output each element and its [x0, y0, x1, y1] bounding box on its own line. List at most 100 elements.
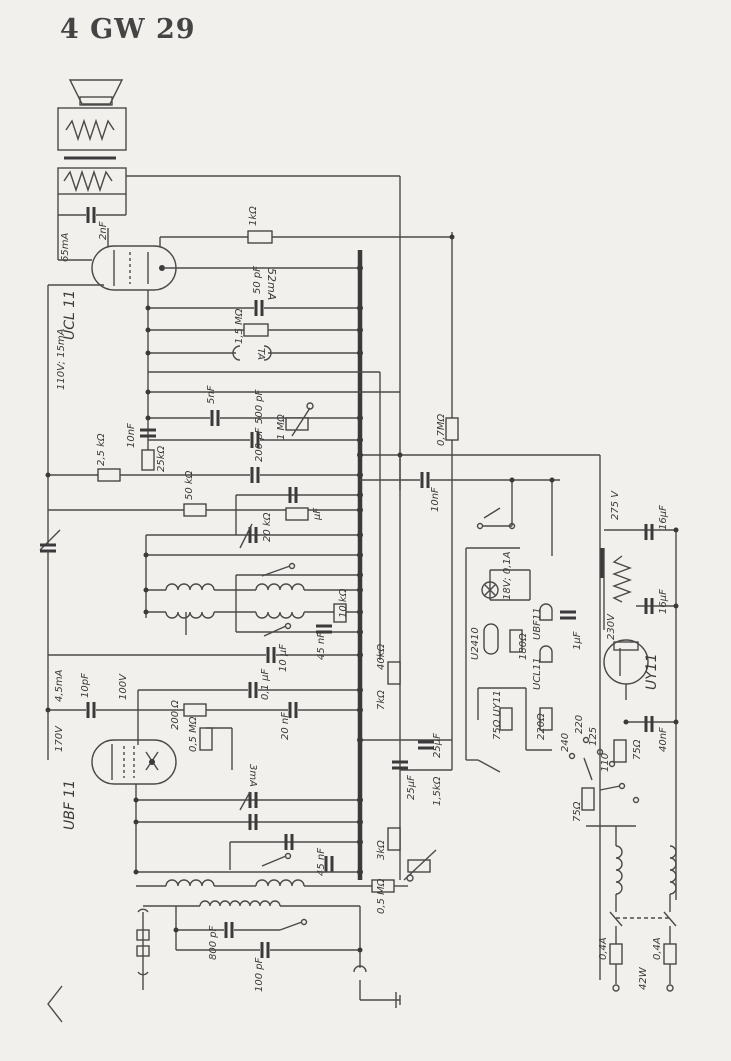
r-25k-label: 25kΩ [156, 445, 167, 472]
v-110-label: 110 [600, 753, 611, 772]
fuse-a-label: 0,4A [598, 937, 609, 960]
cap-100pf-label: 100 pF [254, 957, 265, 992]
cap-5nf-label: 5nF [206, 385, 217, 404]
v-275-label: 275 V [610, 490, 621, 520]
speaker-cap-label: 2nF [98, 221, 109, 240]
resistor-2-5k [97, 468, 121, 482]
resistor-25k [141, 449, 155, 471]
r-3k-label: 3kΩ [376, 840, 387, 860]
v-125-label: 125 [588, 727, 599, 746]
v-100-label: 100V [118, 673, 129, 700]
r-0-5m-label: 0,5 MΩ [188, 716, 199, 752]
lamp-label: 18V; 0,1A [502, 551, 513, 600]
ucl11-heater-label: UCL11 [532, 657, 543, 690]
cap-800pf-label: 800 pF [208, 925, 219, 960]
cap-10nf-a-label: 10nF [126, 423, 137, 448]
fuse-a [609, 943, 623, 965]
page-title: 4 GW 29 [60, 14, 196, 45]
pot-20k [285, 507, 309, 521]
ucl11-tube-label: UCL 11 [62, 290, 78, 340]
r-0-7m-label: 0,7MΩ [436, 413, 447, 446]
cap-40nf-label: 40nF [658, 727, 669, 752]
r-220-label: 220Ω [536, 713, 547, 740]
pot-1m [285, 417, 309, 431]
r-180-label: 180Ω [518, 633, 529, 660]
r-1k-label: 1kΩ [248, 206, 259, 226]
cap-25uf-b-label: 25μF [432, 733, 443, 758]
resistor-40k [387, 661, 401, 685]
r-0-5m-b-label: 0,5 MΩ [376, 878, 387, 914]
r-75-b-label: 75Ω [572, 801, 583, 822]
osc-coil-2 [255, 583, 305, 619]
r-75-a-label: 75Ω [632, 739, 643, 760]
r-75-uy-label: 75Ω UY11 [492, 690, 503, 740]
resistor-10k [333, 603, 347, 623]
uy11-label: UY11 [644, 653, 660, 690]
resistor-3k [387, 827, 401, 851]
ucl11-tube [58, 228, 177, 291]
cap-uf-label: μF [312, 508, 323, 521]
ubf11-tube [91, 739, 177, 785]
u2410-label: U2410 [470, 627, 481, 660]
cap-50pf-label: 50 pF [252, 266, 263, 294]
ucl11-heater-label: 110V; 15mA [56, 328, 67, 390]
fuse-b-label: 0,4A [652, 937, 663, 960]
osc-coil-1 [165, 583, 215, 619]
resistor-75-a [613, 739, 627, 763]
loudspeaker [57, 79, 127, 151]
cap-25uf-a-label: 25μF [406, 775, 417, 800]
v-220-label: 220 [574, 715, 585, 734]
r-2-5k-label: 2,5 kΩ [96, 433, 107, 466]
cap-200pf-label: 200 pF [254, 427, 265, 462]
ubf11-heater [539, 603, 553, 621]
r-7k-label: 7kΩ [376, 690, 387, 710]
r-50k-label: 50 kΩ [184, 470, 195, 500]
cap-500pf-label: 500 pF [254, 389, 265, 424]
uy11-rectifier [603, 639, 649, 685]
speaker-cap [57, 194, 127, 260]
output-transformer [57, 156, 400, 195]
pot-1m-label: 1 MΩ [276, 414, 287, 440]
r-20k-label: 20 kΩ [262, 512, 273, 542]
cap-16uf-b-label: 16μF [658, 589, 669, 614]
cap-0-1uf-label: 0,1 μF [260, 669, 271, 700]
pilot-lamp [481, 581, 499, 599]
v-170-label: 170V [54, 725, 65, 752]
ubf11-tube-label: UBF 11 [62, 780, 78, 830]
v-240-label: 240 [560, 733, 571, 752]
ta-label: TA [255, 348, 266, 360]
if-coil-1 [165, 879, 305, 887]
resistor-200 [183, 703, 207, 717]
speaker-cap-current-label: 65mA [60, 233, 71, 262]
r-1-5m-label: 1,5 MΩ [234, 308, 245, 344]
ubf11-heater-label: UBF11 [532, 607, 543, 640]
resistor-220 [539, 707, 553, 731]
antenna-coil [199, 900, 281, 907]
r-40k-label: 40kΩ [376, 643, 387, 670]
ubf-3ma-label: 3mA [247, 764, 258, 787]
ucl11-current-label: 52mA [265, 268, 278, 300]
v-230-label: 230V [606, 613, 617, 640]
resistor-0-5m [199, 727, 213, 751]
r-200-label: 200 Ω [170, 700, 181, 730]
cap-10uf-label: 10 μF [278, 644, 289, 672]
r-1-5k-label: 1,5kΩ [432, 776, 443, 806]
r-10k-label: 10 kΩ [338, 588, 349, 618]
mains-choke-b [669, 845, 677, 895]
bus-junctions [45, 234, 679, 953]
mains-choke-a [615, 845, 623, 895]
cap-45nf-b-label: 45 nF [316, 848, 327, 876]
cap-16uf-a-label: 16μF [658, 505, 669, 530]
u2410-regulator [483, 623, 499, 655]
resistor-75-uy [499, 707, 513, 731]
resistor-75-b [581, 787, 595, 811]
resistor-1k [247, 230, 273, 244]
cap-45nf-a-label: 45 nF [316, 632, 327, 660]
resistor-0-7m [445, 417, 459, 441]
cap-20nf-label: 20 nF [280, 712, 291, 740]
ucl11-heater [539, 645, 553, 663]
resistor-180 [509, 629, 523, 653]
w-42-label: 42W [638, 966, 649, 990]
